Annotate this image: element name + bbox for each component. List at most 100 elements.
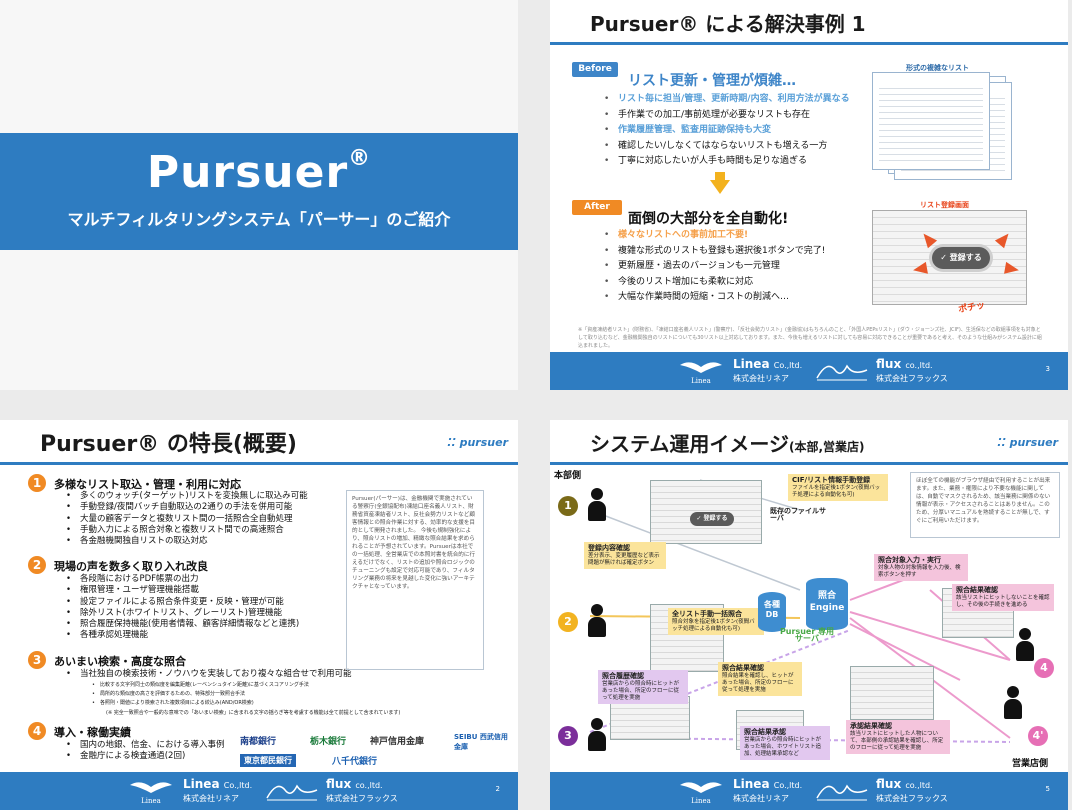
section-title: 現場の声を数多く取り入れ改良	[54, 560, 208, 573]
flux-logo-icon	[266, 784, 318, 801]
register-button-label: 登録する	[703, 515, 728, 522]
linea-company-jp: 株式会社リネア	[733, 374, 789, 383]
person-icon	[1004, 686, 1022, 720]
callout-match-result: 照合結果確認該当リストにヒットしないことを確認し、その後の手続きを進める	[952, 584, 1054, 611]
list-item: 設定ファイルによる照合条件変更・反映・管理が可能	[66, 597, 299, 609]
title-rule	[550, 42, 1068, 45]
after-tag: After	[572, 200, 622, 215]
callout-registration-confirm: 登録内容確認差分表示、変更履歴など表示問題が無ければ確定ボタン	[584, 542, 666, 569]
burst-icon	[912, 261, 928, 277]
linea-logo-icon: Linea	[680, 362, 722, 385]
callout-match-input: 照合対象入力・実行対象人物の対象情報を入力後、検索ボタンを押す	[874, 554, 968, 581]
slide-case-study[interactable]: Pursuer® による解決事例 1 Before リスト更新・管理が煩雑… リ…	[550, 0, 1068, 390]
cover-title: Pursuer®	[146, 146, 372, 198]
register-button[interactable]: ✓ 登録する	[932, 247, 990, 269]
bank-logo: 栃木銀行	[310, 737, 347, 747]
flux-company-jp: 株式会社フラックス	[876, 374, 948, 383]
linea-company-name: Linea Co.,ltd.	[183, 777, 253, 791]
register-button-label: 登録する	[949, 253, 982, 262]
callout-approve-branch: 承認結果確認該当リストにヒットした人物について、本部側の承認結果を確認し、所定の…	[846, 720, 950, 754]
list-item: 作業履歴管理、監査用証跡保持も大変	[604, 123, 850, 139]
list-item: 各金融機関独自リストの取込対応	[66, 536, 308, 548]
page-number: 5	[1045, 785, 1050, 793]
flux-company-name: flux co.,ltd.	[876, 777, 933, 791]
before-headline: リスト更新・管理が煩雑…	[628, 73, 796, 89]
list-item: リスト毎に担当/管理、更新時期/内容、利用方法が異なる	[604, 92, 850, 108]
callout-approve-hq: 照合結果承認営業店からの照合時にヒットがあった場合、ホワイトリスト追加、処理結果…	[740, 726, 830, 760]
list-item: 当社独自の検索技術・ノウハウを実装しており複々な組合せで利用可能	[66, 669, 352, 681]
after-headline: 面倒の大部分を全自動化!	[628, 211, 789, 227]
list-item: 国内の地銀、信金、における導入事例	[66, 740, 225, 752]
step-badge: 2	[558, 612, 578, 632]
flux-company-name: flux co.,ltd.	[326, 777, 383, 791]
linea-company-name: Linea Co.,ltd.	[733, 777, 803, 791]
page-number: 3	[1045, 365, 1050, 373]
cover-subtitle: マルチフィルタリングシステム「パーサー」のご紹介	[67, 210, 451, 229]
svg-text:Linea: Linea	[691, 797, 711, 805]
list-item: 更新履歴・過去のバージョンも一元管理	[604, 259, 825, 275]
sublist-item: 局所的な類似度の高さを評価するための、特殊部分一致照合手法	[92, 690, 309, 699]
step-badge: 4'	[1028, 726, 1048, 746]
slide-features[interactable]: Pursuer® の特長(概要) ⁚⁚ pursuer 1 多様なリスト取込・管…	[0, 420, 518, 810]
step-badge: 1	[558, 496, 578, 516]
item-text: 作業履歴管理、監査用証跡保持も大変	[618, 125, 772, 135]
after-list: 様々なリストへの事前加工不要! 複雑な形式のリストも登録も選択後1ボタンで完了!…	[604, 228, 825, 306]
title-rule	[0, 462, 518, 465]
list-item: 丁寧に対応したいが人手も時間も足りな過ぎる	[604, 154, 850, 170]
burst-icon	[1004, 261, 1020, 277]
slide-title: Pursuer® の特長(概要)	[40, 432, 297, 457]
list-item: 除外リスト(ホワイトリスト、グレーリスト)管理機能	[66, 608, 299, 620]
flux-company-jp: 株式会社フラックス	[876, 794, 948, 803]
bank-logo: SEIBU 西武信用金庫	[454, 733, 508, 751]
item-text: リスト毎に担当/管理、更新時期/内容、利用方法が異なる	[618, 94, 850, 104]
list-item: 各種承認処理機能	[66, 630, 299, 642]
section-list: 当社独自の検索技術・ノウハウを実装しており複々な組合せで利用可能	[66, 669, 352, 681]
footer: Linea Linea Co.,ltd. 株式会社リネア flux co.,lt…	[0, 772, 518, 810]
bank-logos: 南都銀行 栃木銀行 神戸信用金庫 SEIBU 西武信用金庫 東京都民銀行 八千代…	[240, 732, 510, 772]
person-icon	[588, 488, 606, 522]
footer: Linea Linea Co.,ltd. 株式会社リネア flux co.,lt…	[550, 352, 1068, 390]
section-number: 2	[28, 556, 46, 574]
page-number: 2	[495, 785, 500, 793]
item-text: 複雑な形式のリストも登録も選択後1ボタンで完了!	[618, 245, 826, 256]
register-button[interactable]: ✓ 登録する	[690, 512, 734, 526]
linea-company-jp: 株式会社リネア	[183, 794, 239, 803]
linea-company-name: Linea Co.,ltd.	[733, 357, 803, 371]
list-item: 手作業での加工/事前処理が必要なリストも存在	[604, 108, 850, 124]
list-item: 複雑な形式のリストも登録も選択後1ボタンで完了!	[604, 244, 825, 260]
list-item: 手動登録/夜間バッチ自動取込の2通りの手法を併用可能	[66, 502, 308, 514]
section-list: 国内の地銀、信金、における導入事例 金融庁による検査通過(2回)	[66, 740, 225, 763]
step-badge: 3	[558, 726, 578, 746]
before-tag: Before	[572, 62, 618, 77]
info-box: ほぼ全ての機能がブラウザ経由で利用することが出来ます。また、業務・権限により不要…	[910, 472, 1060, 538]
list-item: 確認したい/しなくてはならないリストも増える一方	[604, 139, 850, 155]
flux-logo-icon	[816, 784, 868, 801]
section-number: 4	[28, 722, 46, 740]
section-number: 3	[28, 651, 46, 669]
list-item: 多くのウォッチ(ターゲット)リストを変換無しに取込み可能	[66, 491, 308, 503]
bank-logo: 神戸信用金庫	[370, 737, 425, 747]
list-item: 今後のリスト増加にも柔軟に対応	[604, 275, 825, 291]
down-arrow-shaft	[715, 172, 725, 182]
pursuer-logo: ⁚⁚ pursuer	[997, 436, 1058, 449]
bank-logo: 東京都民銀行	[240, 754, 296, 767]
item-text: 丁寧に対応したいが人手も時間も足りな過ぎる	[618, 156, 808, 166]
flux-company-jp: 株式会社フラックス	[326, 794, 398, 803]
list-item: 大量の顧客データと複数リスト間の一括照合全自動処理	[66, 514, 308, 526]
list-item: 手動入力による照合対象と複数リスト間での高速照合	[66, 525, 308, 537]
caption-complex-list: 形式の複雑なリスト	[906, 64, 969, 72]
file-server-label: 既存のファイルサーバ	[770, 507, 826, 522]
person-icon	[588, 604, 606, 638]
svg-text:Linea: Linea	[141, 797, 161, 805]
list-item: 各段階におけるPDF帳票の出力	[66, 574, 299, 586]
caption-register-screen: リスト登録画面	[920, 201, 969, 209]
person-icon	[588, 718, 606, 752]
list-item: 金融庁による検査通過(2回)	[66, 751, 225, 763]
item-text: 今後のリスト増加にも柔軟に対応	[618, 276, 754, 287]
flux-logo-icon	[816, 364, 868, 381]
slide-title: Pursuer® による解決事例 1	[590, 12, 866, 36]
slide-operation[interactable]: システム運用イメージ(本部,営業店) ⁚⁚ pursuer 本部側 営業店側 ほ…	[550, 420, 1068, 810]
db-icon: 各種 DB	[758, 592, 786, 632]
section-title: あいまい検索・高度な照合	[54, 655, 186, 668]
slide-title[interactable]: Pursuer® マルチフィルタリングシステム「パーサー」のご紹介	[0, 0, 518, 390]
